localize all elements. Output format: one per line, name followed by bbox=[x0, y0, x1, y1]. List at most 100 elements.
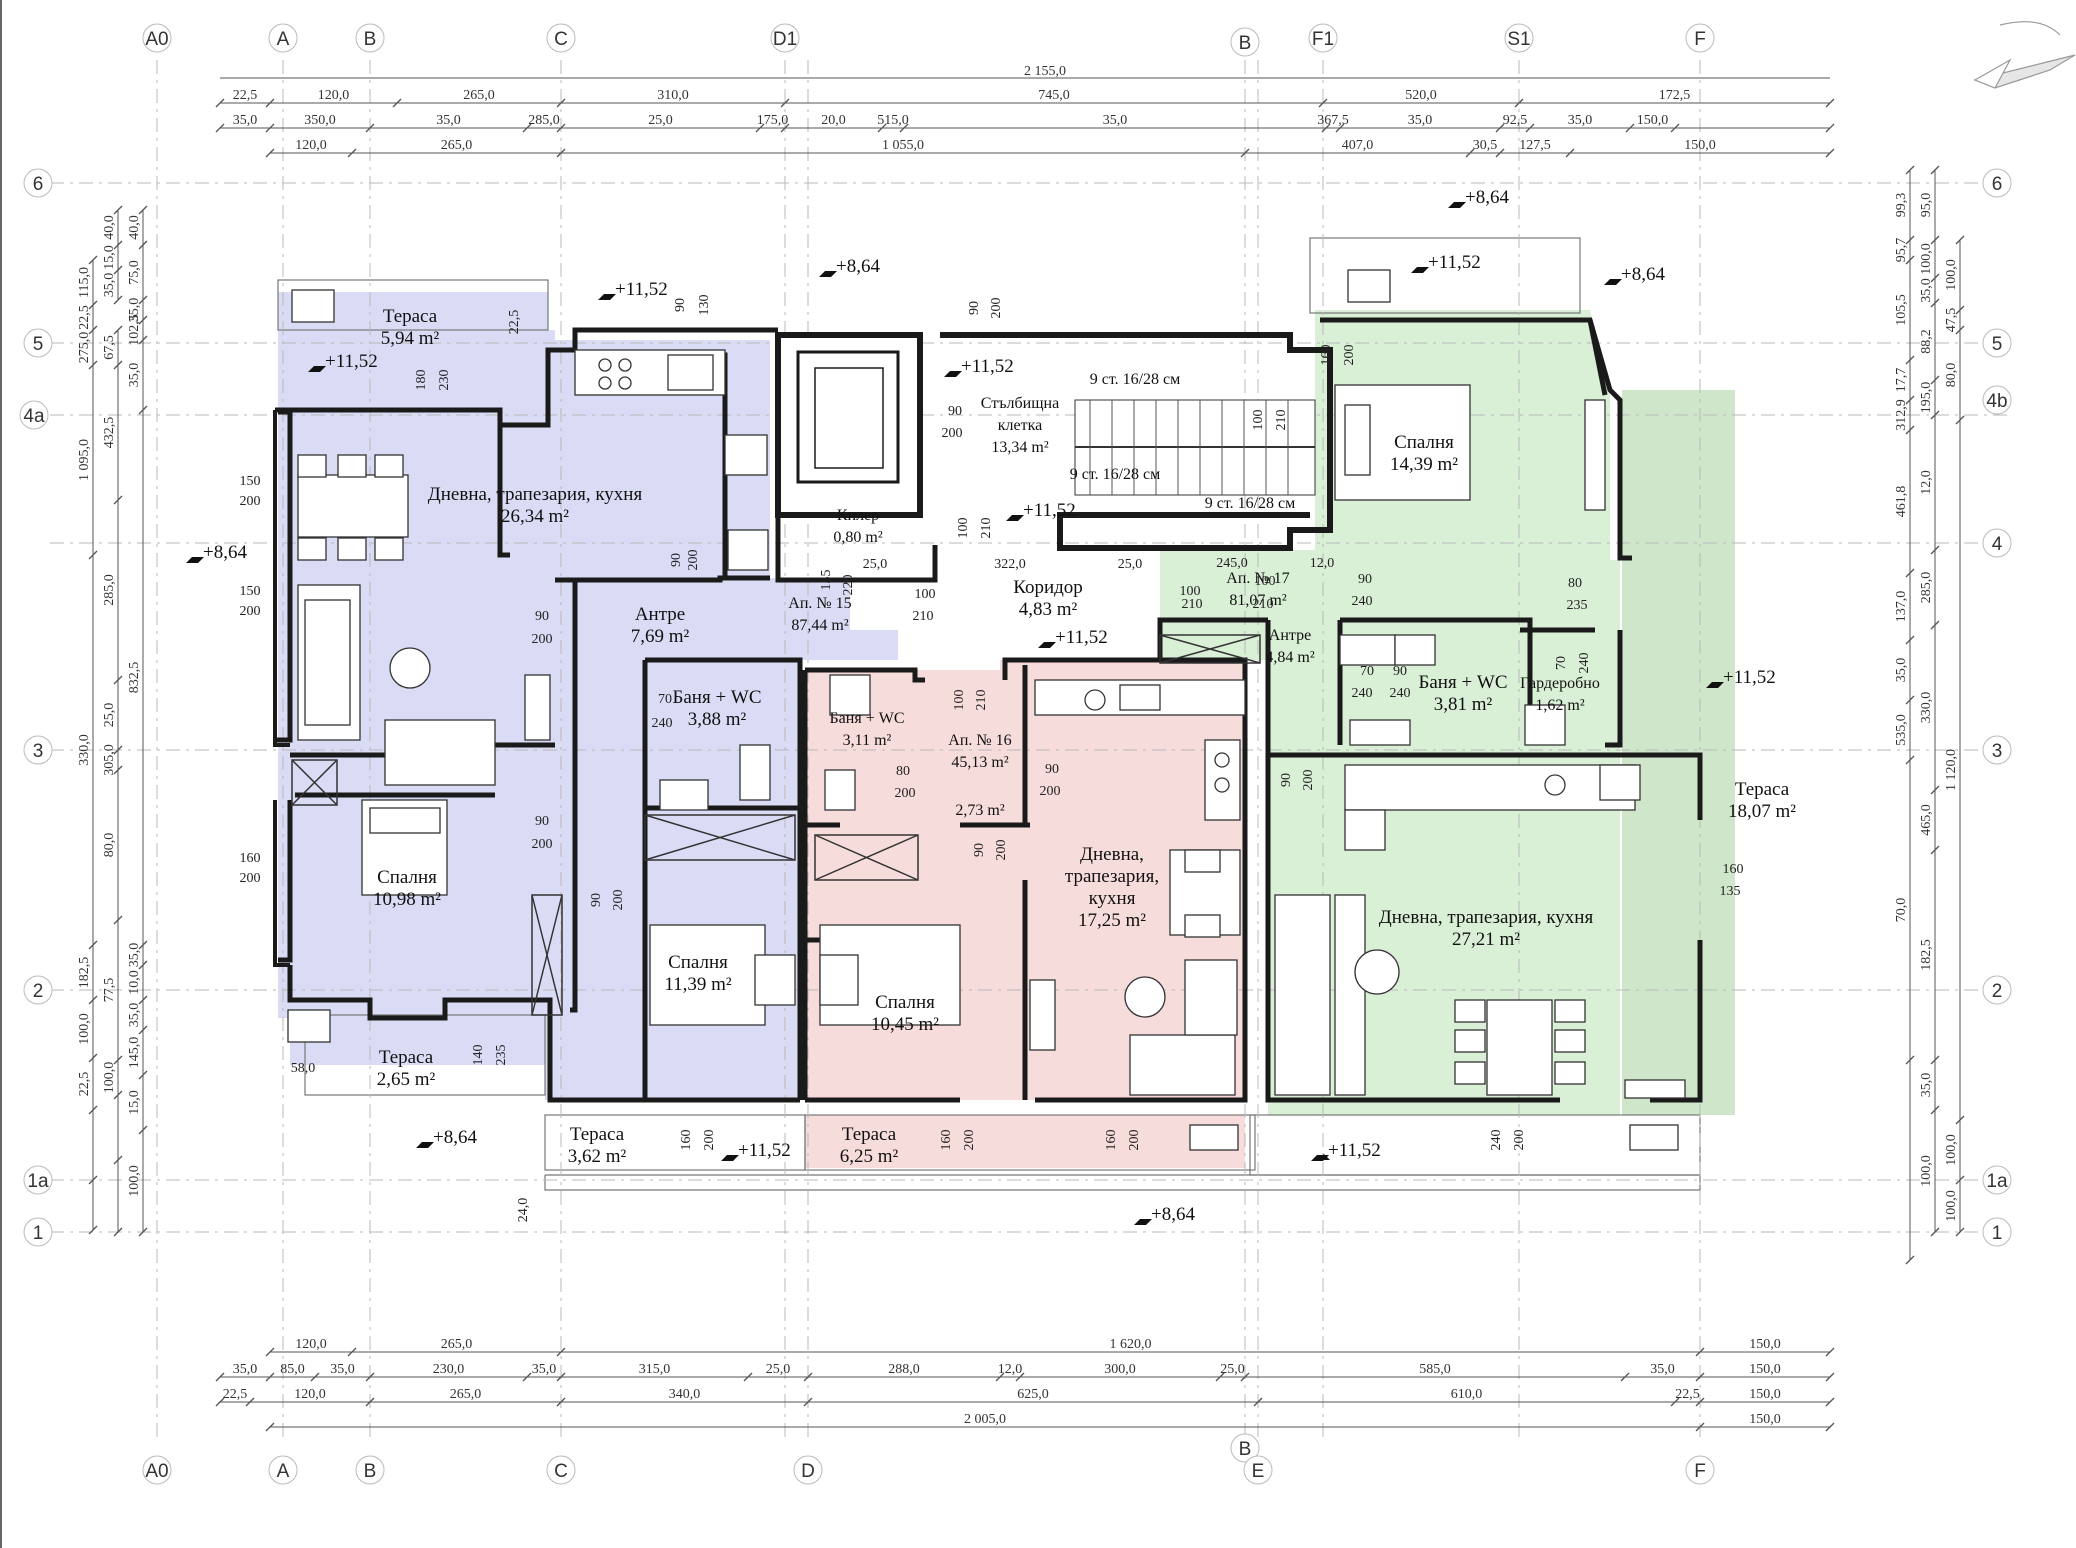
door-d71: 70 bbox=[1554, 656, 1569, 670]
dim-left-col1-label: 182,5 bbox=[77, 957, 92, 989]
room-r5-line0: Спалня bbox=[377, 867, 437, 888]
axis-bottom-A-bubble bbox=[268, 1455, 298, 1485]
room-r8-line1: 3,62 m² bbox=[568, 1146, 627, 1167]
door-d60: 210 bbox=[1253, 597, 1274, 612]
walls bbox=[273, 317, 1703, 1103]
dim-left-col2-tick bbox=[113, 495, 123, 505]
dim-bottom-row3-label: 22,5 bbox=[223, 1387, 248, 1402]
door-d14: 90 bbox=[535, 814, 549, 829]
dim-bottom-row2-tick bbox=[1015, 1372, 1025, 1382]
dim-bottom-row2-tick bbox=[265, 1372, 275, 1382]
dim-right-col2-label: 95,0 bbox=[1919, 193, 1934, 218]
level-l16: +8,64 bbox=[1151, 1204, 1195, 1225]
dim-left-col1-tick bbox=[88, 940, 98, 950]
dim-top-row1-label: 22,5 bbox=[233, 88, 258, 103]
door-d1: 22,5 bbox=[507, 310, 522, 335]
dim-left-col1-tick bbox=[88, 300, 98, 310]
axis-top-A-bubble bbox=[268, 23, 298, 53]
dim-top-row1-label: 520,0 bbox=[1405, 88, 1437, 103]
dim-bottom-row1-tick bbox=[1825, 1347, 1835, 1357]
door-d33: 210 bbox=[979, 518, 994, 539]
dim-right-col1-label: 99,3 bbox=[1894, 193, 1909, 218]
axis-left-4a-bubble bbox=[19, 400, 49, 430]
dim-bottom-row1-label: 120,0 bbox=[295, 1337, 327, 1352]
dim-bottom-row3-tick bbox=[215, 1397, 225, 1407]
dim-right-col2-label: 195,0 bbox=[1919, 382, 1934, 414]
dim-left-col1-tick bbox=[88, 1175, 98, 1185]
dim-top-row1-tick bbox=[392, 98, 402, 108]
dim-right-col1-label: 461,8 bbox=[1894, 486, 1909, 518]
door-d65: 90 bbox=[1358, 572, 1372, 587]
dim-bottom-row2-label: 25,0 bbox=[1220, 1362, 1245, 1377]
level-mark-icon bbox=[1134, 1219, 1152, 1225]
door-d53: 160 bbox=[1104, 1130, 1119, 1151]
room-r17-line2: кухня bbox=[1089, 888, 1136, 909]
door-d42: 210 bbox=[913, 609, 934, 624]
dim-bottom-row2-tick bbox=[803, 1372, 813, 1382]
room-r25-line1: 18,07 m² bbox=[1728, 801, 1796, 822]
dim-right-col1-tick bbox=[1905, 395, 1915, 405]
room-r22-line1: 3,81 m² bbox=[1434, 694, 1493, 715]
room-r22-line0: Баня + WC bbox=[1418, 672, 1507, 693]
door-d22: 70 bbox=[658, 692, 672, 707]
dim-right-col1-tick bbox=[1905, 1055, 1915, 1065]
room-r9-line1: 87,44 m² bbox=[791, 617, 848, 634]
dim-right-col2-label: 100,0 bbox=[1919, 243, 1934, 275]
door-d69: 70 bbox=[1360, 664, 1374, 679]
axis-top-F1-bubble bbox=[1308, 23, 1338, 53]
room-r4-line0: Баня + WC bbox=[672, 687, 761, 708]
dim-left-col3-label: 35,0 bbox=[127, 363, 142, 388]
door-d12: 90 bbox=[535, 609, 549, 624]
axis-right-1: 1 bbox=[1992, 1223, 2003, 1244]
dim-left-col3-tick bbox=[138, 960, 148, 970]
dim-right-col2-tick bbox=[1930, 620, 1940, 630]
dim-right-col1-tick bbox=[1905, 755, 1915, 765]
dim-right-col1-label: 70,0 bbox=[1894, 898, 1909, 923]
level-l7: +8,64 bbox=[1465, 187, 1509, 208]
door-d43: 100 bbox=[952, 690, 967, 711]
door-d19: 200 bbox=[611, 890, 626, 911]
dim-top-row1-label: 265,0 bbox=[463, 88, 495, 103]
axis-bottom-D: D bbox=[801, 1461, 815, 1482]
level-mark-icon bbox=[186, 557, 204, 563]
door-d4: 90 bbox=[673, 298, 688, 312]
door-d55: 90 bbox=[1279, 773, 1294, 787]
dim-left-col4-label: 40,0 bbox=[102, 215, 117, 240]
dim-bottom-row2-label: 35,0 bbox=[1650, 1362, 1675, 1377]
door-d64: 12,0 bbox=[1310, 556, 1335, 571]
room-r21-line1: 4,84 m² bbox=[1265, 649, 1314, 666]
axis-top-A: A bbox=[277, 29, 290, 50]
room-r21-line0: Антре bbox=[1269, 627, 1311, 644]
dim-bottom-row1-label: 150,0 bbox=[1749, 1337, 1781, 1352]
dim-top-row1-tick bbox=[1514, 98, 1524, 108]
dim-top-row2-label: 35,0 bbox=[1408, 113, 1433, 128]
level-l6: +11,52 bbox=[1023, 500, 1076, 521]
level-mark-icon bbox=[1411, 267, 1429, 273]
room-r11-line1: клетка bbox=[998, 417, 1042, 434]
dim-top-row2-label: 92,5 bbox=[1503, 113, 1528, 128]
door-d3: 230 bbox=[437, 370, 452, 391]
dim-right-col3-label: 80,0 bbox=[1944, 363, 1959, 388]
door-d6: 150 bbox=[240, 474, 261, 489]
axis-bottom-Bsmall-bubble bbox=[1230, 1433, 1260, 1463]
dim-top-row3-label: 150,0 bbox=[1684, 138, 1716, 153]
axis-bottom-E: E bbox=[1252, 1461, 1265, 1482]
dim-left-col1-tick bbox=[88, 1225, 98, 1235]
dim-top-row2-tick bbox=[1495, 123, 1505, 133]
axis-right-5-bubble bbox=[1982, 328, 2012, 358]
dim-bottom-row3-tick bbox=[803, 1397, 813, 1407]
door-d77: 240 bbox=[1489, 1130, 1504, 1151]
dim-right-col3-tick bbox=[1955, 325, 1965, 335]
dim-top-row2-label: 35,0 bbox=[1103, 113, 1128, 128]
room-r17-line1: трапезария, bbox=[1065, 866, 1159, 887]
dim-left-col3-tick bbox=[138, 995, 148, 1005]
dim-left-col3-tick bbox=[138, 335, 148, 345]
dim-bottom-row2-label: 300,0 bbox=[1104, 1362, 1136, 1377]
dim-left-col2-label: 432,5 bbox=[102, 417, 117, 449]
level-l3: +8,64 bbox=[836, 256, 880, 277]
door-d54: 200 bbox=[1127, 1130, 1142, 1151]
door-d40: 25,0 bbox=[863, 557, 888, 572]
dim-left-col2-tick bbox=[113, 325, 123, 335]
